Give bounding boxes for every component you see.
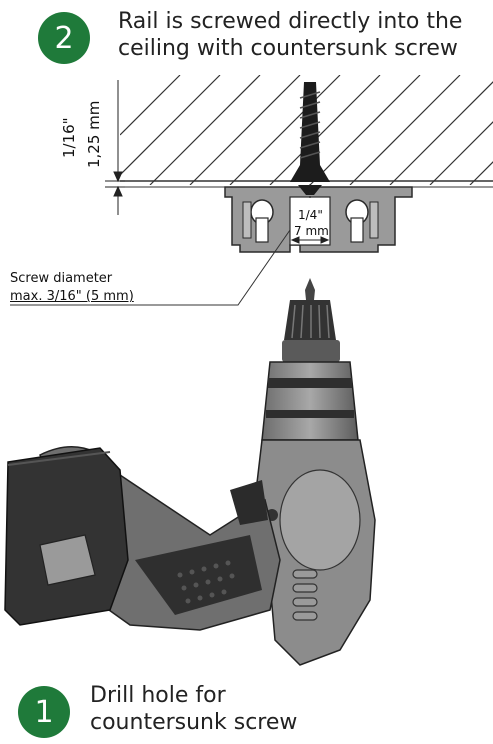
step-2-line-2: ceiling with countersunk screw	[118, 36, 458, 61]
step-1-text: Drill hole for countersunk screw	[90, 682, 297, 736]
thickness-dimension	[105, 80, 125, 215]
step-2-text: Rail is screwed directly into the ceilin…	[118, 8, 462, 62]
step-2-badge: 2	[38, 12, 90, 64]
step-1-badge: 1	[18, 686, 70, 738]
screw-diameter-note: Screw diameter max. 3/16" (5 mm)	[10, 270, 134, 306]
screw-note-leader	[10, 229, 291, 306]
ceiling-hatch	[120, 75, 493, 185]
rail-profile	[224, 186, 413, 253]
countersunk-screw	[290, 82, 330, 200]
step-1-line-2: countersunk screw	[90, 710, 298, 735]
metric-height-label: 1,25 mm	[85, 100, 103, 168]
step-1-line-1: Drill hole for	[90, 683, 226, 708]
step-2-line-1: Rail is screwed directly into the	[118, 9, 463, 34]
drill-illustration	[4, 278, 376, 666]
imperial-height-label: 1/16"	[60, 117, 78, 158]
slot-imperial-label: 1/4"	[298, 208, 323, 222]
slot-dimension	[290, 236, 330, 244]
screw-note-line-1: Screw diameter	[10, 271, 113, 286]
step-2-number: 2	[54, 20, 74, 56]
screw-note-line-2: max. 3/16" (5 mm)	[10, 289, 134, 304]
slot-metric-label: 7 mm	[294, 224, 329, 238]
step-1-number: 1	[34, 694, 54, 730]
